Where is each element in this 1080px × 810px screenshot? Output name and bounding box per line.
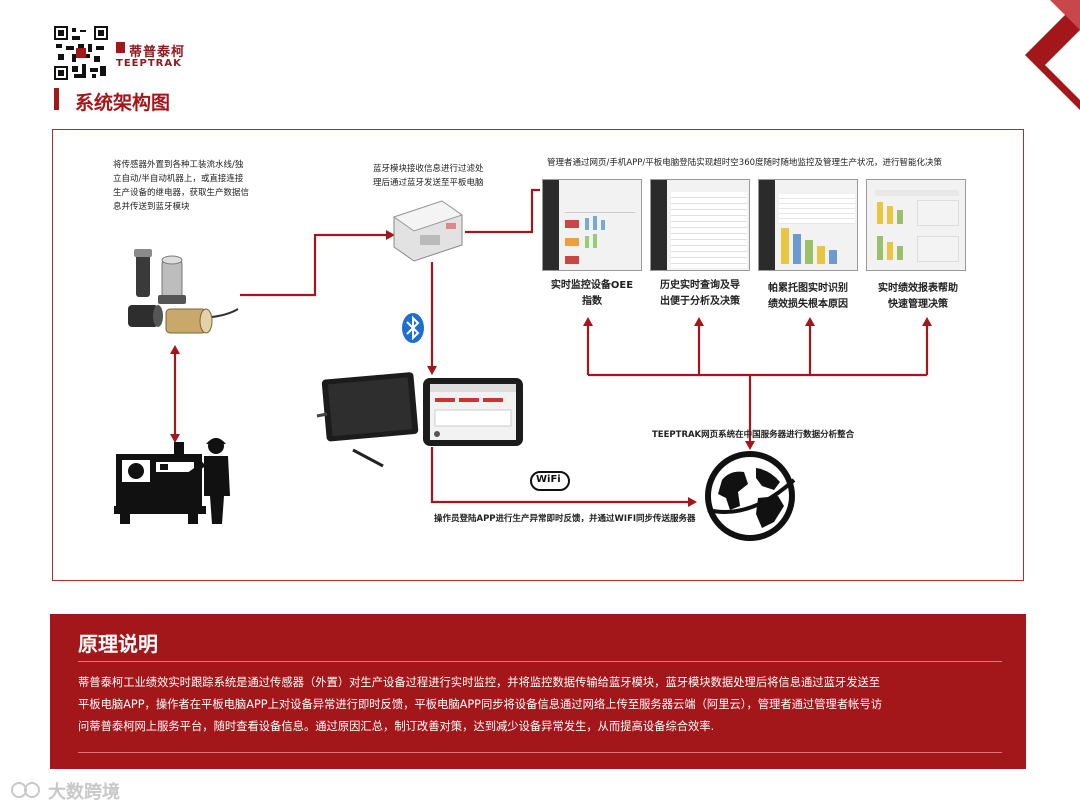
wifi-label: WiFi bbox=[536, 474, 561, 485]
bluetooth-note-line: 理后通过蓝牙发送至平板电脑 bbox=[373, 176, 513, 190]
bluetooth-note: 蓝牙模块接收信息进行过滤处 理后通过蓝牙发送至平板电脑 bbox=[373, 162, 513, 190]
caption-line: 历史实时查询及导 bbox=[646, 278, 754, 294]
manager-note: 管理者通过网页/手机APP/平板电脑登陆实现超时空360度随时随地监控及管理生产… bbox=[547, 156, 997, 170]
sensor-note-line: 息并传送到蓝牙模块 bbox=[113, 200, 263, 214]
globe-server-icon bbox=[700, 450, 800, 542]
caption-line: 实时绩效报表帮助 bbox=[864, 281, 972, 297]
screen-caption-oee: 实时监控设备OEE 指数 bbox=[538, 278, 646, 310]
sensor-note-line: 生产设备的继电器，获取生产数据信 bbox=[113, 186, 263, 200]
watermark-logo-icon bbox=[10, 778, 44, 802]
caption-line: 绩效损失根本原因 bbox=[754, 297, 862, 313]
watermark-text: 大数跨境 bbox=[48, 778, 120, 804]
caption-line: 出便于分析及决策 bbox=[646, 294, 754, 310]
caption-line: 快速管理决策 bbox=[864, 297, 972, 313]
server-note: TEEPTRAK网页系统在中国服务器进行数据分析整合 bbox=[652, 428, 892, 442]
panel-divider-bottom bbox=[78, 752, 1002, 753]
sensor-note-line: 将传感器外置到各种工装流水线/独 bbox=[113, 158, 263, 172]
history-query-image bbox=[650, 179, 750, 271]
screen-caption-report: 实时绩效报表帮助 快速管理决策 bbox=[864, 281, 972, 313]
sensor-devices-image bbox=[118, 245, 240, 340]
caption-line: 指数 bbox=[538, 294, 646, 310]
principle-line: 蒂普泰柯工业绩效实时跟踪系统是通过传感器（外置）对生产设备过程进行实时监控，并将… bbox=[78, 672, 1008, 694]
bluetooth-icon bbox=[401, 312, 425, 344]
tablet-devices-image bbox=[313, 368, 528, 468]
caption-line: 实时监控设备OEE bbox=[538, 278, 646, 294]
principle-title: 原理说明 bbox=[78, 628, 158, 657]
operator-note: 操作员登陆APP进行生产异常即时反馈，并通过WIFI同步传送服务器 bbox=[434, 512, 734, 526]
screen-caption-history: 历史实时查询及导 出便于分析及决策 bbox=[646, 278, 754, 310]
caption-line: 帕累托图实时识别 bbox=[754, 281, 862, 297]
performance-report-image bbox=[866, 179, 966, 271]
principle-line: 问蒂普泰柯网上服务平台，随时查看设备信息。通过原因汇总，制订改善对策，达到减少设… bbox=[78, 716, 1008, 738]
screen-caption-pareto: 帕累托图实时识别 绩效损失根本原因 bbox=[754, 281, 862, 313]
principle-text: 蒂普泰柯工业绩效实时跟踪系统是通过传感器（外置）对生产设备过程进行实时监控，并将… bbox=[78, 672, 1008, 738]
sensor-note-line: 立自动/半自动机器上，或直接连接 bbox=[113, 172, 263, 186]
sensor-note: 将传感器外置到各种工装流水线/独 立自动/半自动机器上，或直接连接 生产设备的继… bbox=[113, 158, 263, 214]
bluetooth-module-image bbox=[390, 195, 466, 265]
pareto-chart-image bbox=[758, 179, 858, 271]
principle-line: 平板电脑APP，操作者在平板电脑APP上对设备异常进行即时反馈，平板电脑APP同… bbox=[78, 694, 1008, 716]
bluetooth-note-line: 蓝牙模块接收信息进行过滤处 bbox=[373, 162, 513, 176]
panel-divider-top bbox=[78, 661, 1002, 662]
oee-dashboard-image bbox=[542, 179, 642, 271]
machine-operator-icon bbox=[112, 434, 237, 526]
